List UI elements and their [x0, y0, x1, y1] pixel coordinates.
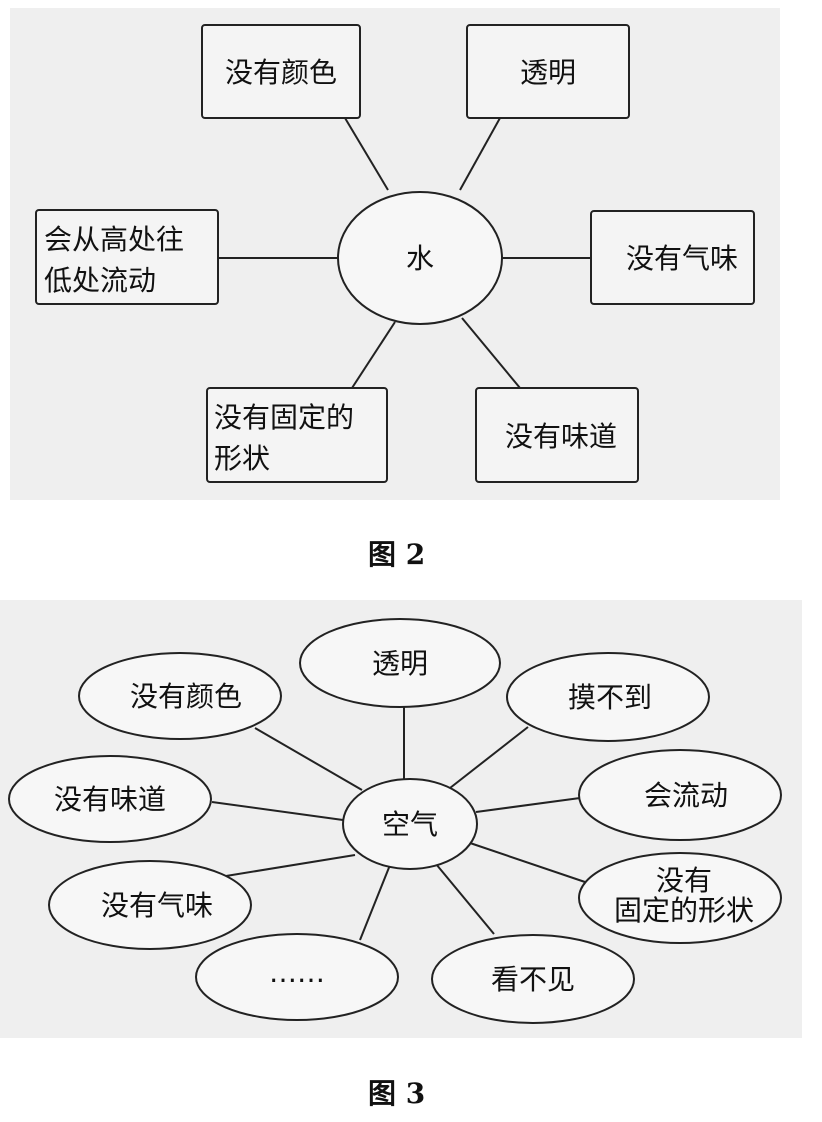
- fig2-node-top-right-label: 透明: [520, 56, 576, 89]
- fig3-node-lower-right-label-line2: 固定的形状: [614, 894, 754, 927]
- fig3-connector-right: [475, 797, 581, 813]
- fig3-connector-lower-left: [225, 854, 356, 877]
- fig2-center: 水: [337, 191, 503, 325]
- fig2-node-top-left-label: 没有颜色: [225, 56, 337, 89]
- fig3-node-bottom-right-label: 看不见: [491, 963, 575, 996]
- figure-2-caption: 图 2: [368, 538, 426, 571]
- figure-3-caption: 图 3: [368, 1077, 426, 1110]
- fig3-node-upper-right: 摸不到: [506, 652, 710, 742]
- fig3-node-bottom-left: ……: [195, 933, 399, 1021]
- fig3-node-right-label: 会流动: [644, 779, 728, 812]
- fig2-node-left-label-line2: 低处流动: [44, 264, 156, 297]
- fig3-center: 空气: [342, 778, 478, 870]
- fig2-node-bottom-left-label-line1: 没有固定的: [214, 401, 354, 434]
- fig3-node-lower-left: 没有气味: [48, 860, 252, 950]
- fig2-node-bottom-left: 没有固定的 形状: [206, 387, 388, 483]
- fig3-node-bottom-right: 看不见: [431, 934, 635, 1024]
- fig3-node-left-label: 没有味道: [54, 783, 166, 816]
- fig2-node-top-left: 没有颜色: [201, 24, 361, 119]
- fig3-node-lower-left-label: 没有气味: [101, 889, 213, 922]
- fig3-node-upper-left-label: 没有颜色: [130, 680, 242, 713]
- fig2-connector-top-left: [344, 117, 389, 191]
- fig3-node-right: 会流动: [578, 749, 782, 841]
- fig3-connector-bottom-right: [435, 863, 495, 935]
- fig2-connector-bottom-right: [461, 317, 521, 389]
- fig3-node-top-label: 透明: [372, 647, 428, 680]
- fig3-center-label: 空气: [382, 808, 438, 841]
- fig3-node-left: 没有味道: [8, 755, 212, 843]
- fig3-node-top: 透明: [299, 618, 501, 708]
- fig3-node-bottom-left-label: ……: [269, 956, 325, 989]
- fig2-connector-bottom-left: [351, 321, 396, 389]
- fig3-connector-lower-right: [469, 842, 586, 883]
- fig2-node-left: 会从高处往 低处流动: [35, 209, 219, 305]
- fig3-connector-upper-left: [254, 727, 363, 791]
- fig2-node-top-right: 透明: [466, 24, 630, 119]
- fig3-node-lower-right: 没有 固定的形状: [578, 852, 782, 944]
- fig2-node-left-label-line1: 会从高处往: [44, 223, 184, 256]
- fig2-center-label: 水: [406, 242, 434, 275]
- fig2-node-bottom-right: 没有味道: [475, 387, 639, 483]
- fig2-node-bottom-left-label-line2: 形状: [214, 442, 270, 475]
- fig3-connector-left: [211, 801, 344, 821]
- fig3-connector-bottom-left: [359, 864, 391, 941]
- fig2-node-right: 没有气味: [590, 210, 755, 305]
- fig3-connector-upper-right: [449, 726, 529, 789]
- fig3-node-upper-right-label: 摸不到: [568, 681, 652, 714]
- fig2-node-right-label: 没有气味: [626, 242, 738, 275]
- fig2-connector-top-right: [459, 117, 501, 191]
- fig3-node-upper-left: 没有颜色: [78, 652, 282, 740]
- fig2-node-bottom-right-label: 没有味道: [505, 420, 617, 453]
- fig3-node-lower-right-label-line1: 没有: [656, 864, 712, 897]
